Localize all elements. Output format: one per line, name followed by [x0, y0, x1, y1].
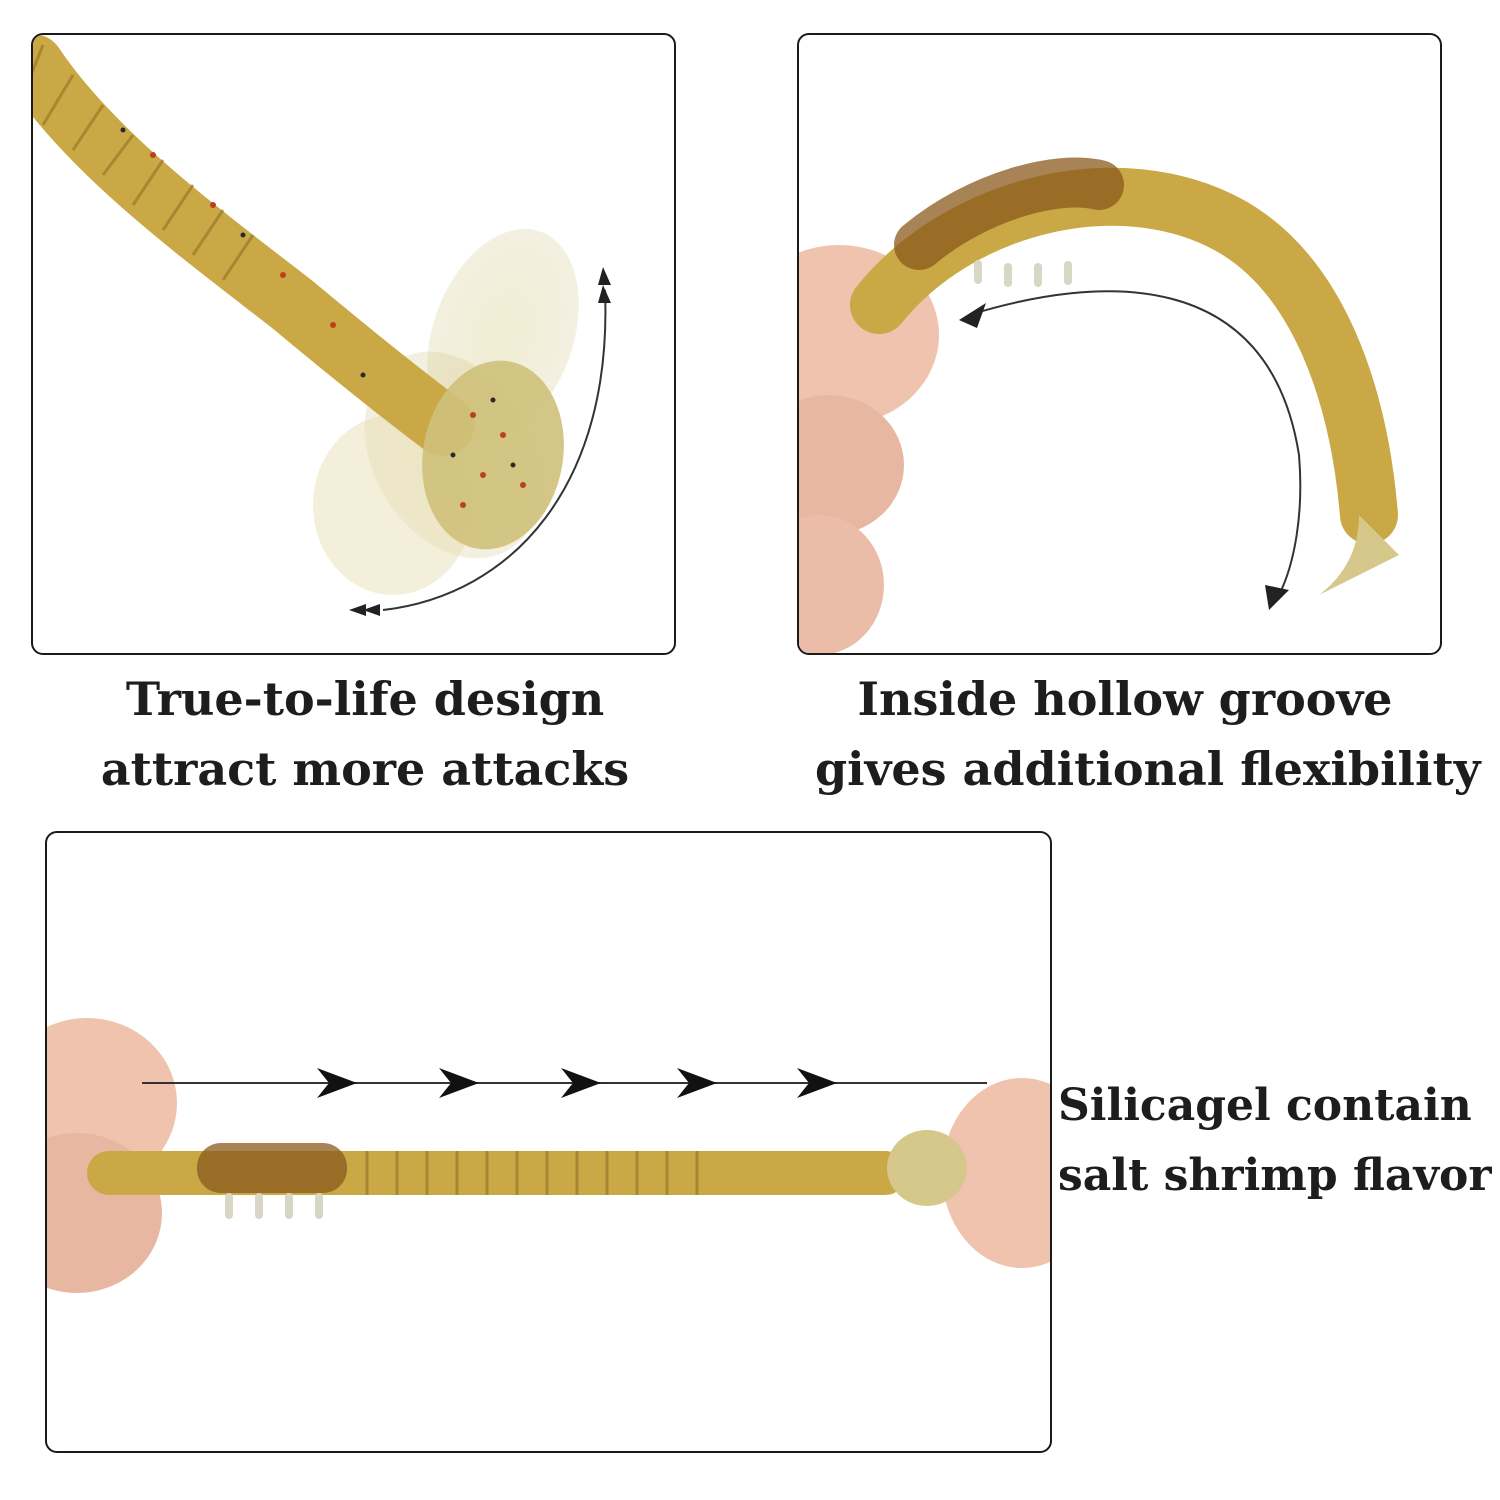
- caption-line: salt shrimp flavor: [1058, 1150, 1492, 1201]
- caption-line: Inside hollow groove: [857, 672, 1393, 726]
- arrow-head-up: [598, 285, 611, 303]
- caption-line: gives additional flexibility: [815, 742, 1481, 796]
- caption-line: Silicagel contain: [1058, 1080, 1472, 1131]
- caption-silicagel: Silicagel contain salt shrimp flavor: [1058, 1071, 1492, 1211]
- groove-spikes: [225, 1193, 323, 1219]
- arrow-head-down: [1265, 585, 1289, 610]
- lure-head: [894, 157, 1124, 270]
- bent-lure-photo: [797, 33, 1442, 655]
- tail-action-photo: [31, 33, 676, 655]
- finger: [799, 515, 884, 653]
- stretched-lure-photo: [45, 831, 1052, 1453]
- caption-line: attract more attacks: [100, 742, 630, 796]
- motion-arc: [382, 289, 607, 611]
- lure-tail: [422, 360, 564, 550]
- lure-tail: [887, 1130, 967, 1206]
- caption-true-to-life: True-to-life design attract more attacks: [40, 664, 690, 804]
- caption-line: True-to-life design: [125, 672, 605, 726]
- direction-arrows: [317, 1068, 837, 1098]
- stretch-illustration: [47, 1018, 1050, 1293]
- caption-hollow-groove: Inside hollow groove gives additional fl…: [815, 664, 1481, 804]
- flake-dots: [150, 152, 526, 508]
- black-flake-dots: [120, 127, 516, 468]
- finger-right: [942, 1078, 1050, 1268]
- hollow-groove-spikes: [974, 260, 1072, 287]
- arrow-head-left: [363, 604, 380, 616]
- lure-head: [197, 1143, 347, 1193]
- lure-tail: [1319, 515, 1399, 595]
- arrow-head-left: [959, 303, 986, 328]
- arrow-head-left: [349, 604, 366, 616]
- body-ribs: [33, 44, 255, 281]
- bend-illustration: [799, 157, 1399, 653]
- tail-swing-illustration: [33, 35, 611, 616]
- arrow-head-up: [598, 267, 611, 285]
- body-ribs: [365, 1151, 699, 1195]
- finger: [799, 395, 904, 535]
- bend-arc: [968, 290, 1302, 596]
- lure-body: [33, 35, 474, 456]
